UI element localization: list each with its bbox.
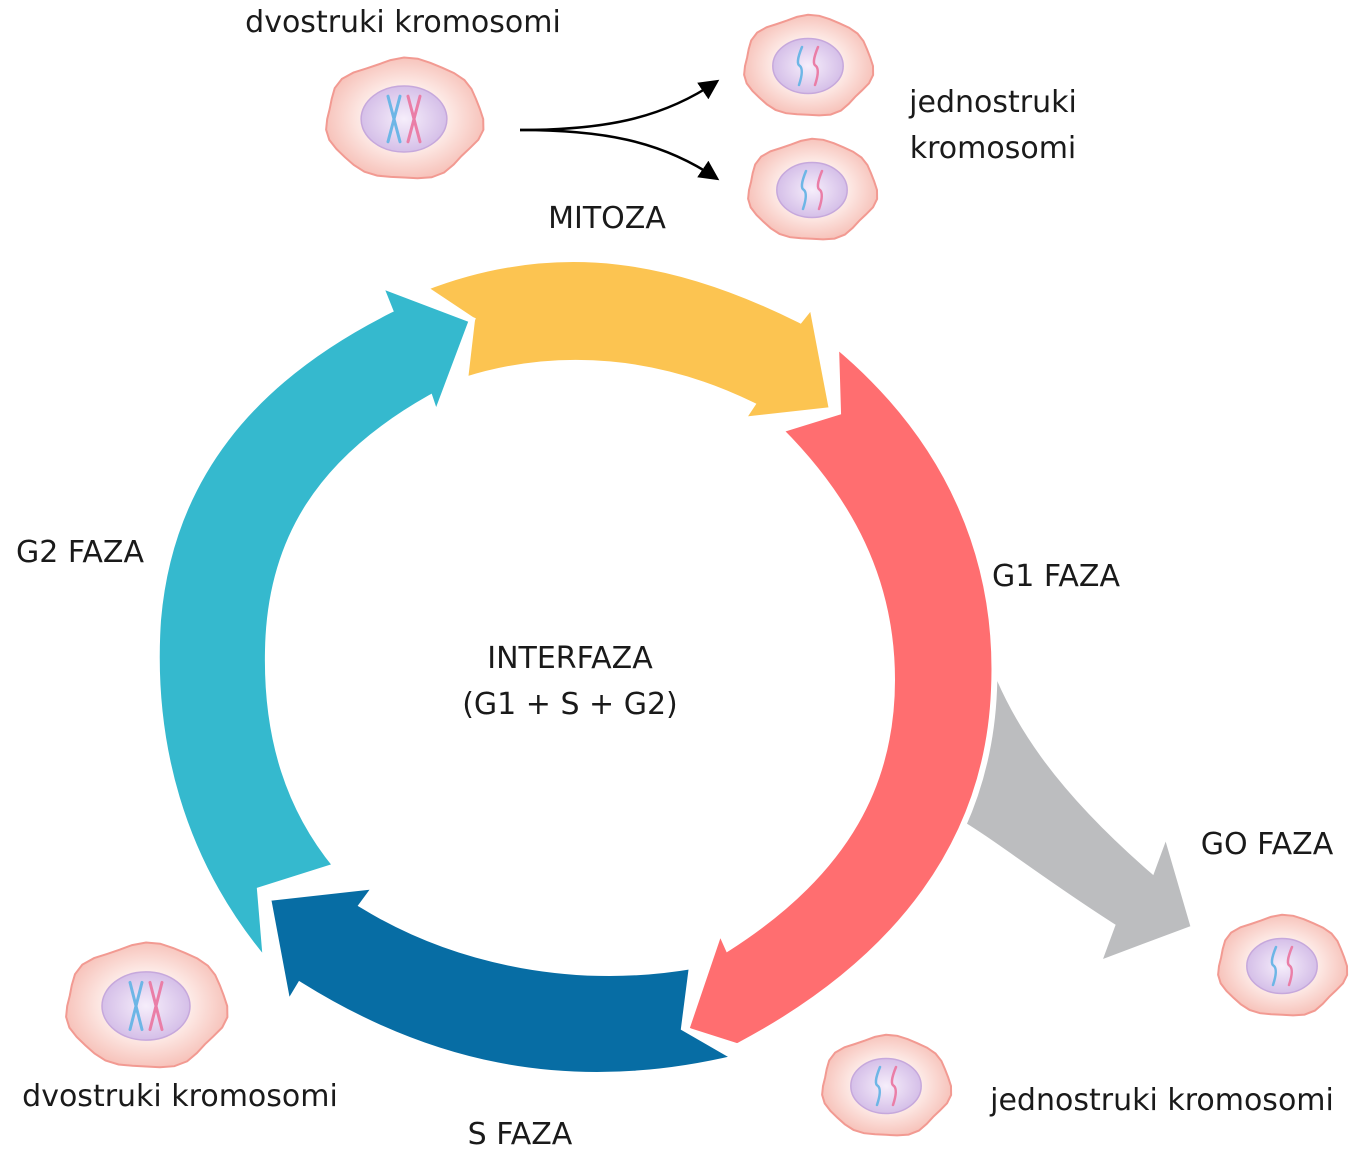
cell-top-right-lower-single-chromosomes	[747, 137, 879, 241]
double-chromosome	[128, 980, 144, 1032]
g1-label: G1 FAZA	[992, 559, 1120, 594]
g2-phase-arrow	[153, 279, 476, 972]
g0-phase-arrow	[951, 639, 1198, 970]
single-chromosome	[1270, 945, 1278, 987]
g1-phase-arrow	[682, 338, 998, 1063]
single-chromosome	[796, 45, 804, 87]
cell-nucleus	[776, 161, 848, 219]
s-label: S FAZA	[468, 1117, 573, 1152]
single-chromosome	[816, 169, 824, 211]
cell-nucleus	[850, 1057, 922, 1115]
double-chromosome	[406, 94, 422, 144]
interphase-title: INTERFAZA	[487, 641, 653, 676]
interphase-subtitle: (G1 + S + G2)	[462, 687, 678, 722]
top-left-cell-caption: dvostruki kromosomi	[245, 5, 561, 40]
cell-bottom-left-double-chromosomes	[65, 941, 229, 1069]
cell-top-left-double-chromosomes	[325, 56, 485, 180]
mitosis-label: MITOZA	[548, 201, 666, 236]
cell-nucleus	[772, 37, 844, 95]
single-chromosome	[874, 1065, 882, 1107]
cell-nucleus	[360, 85, 448, 153]
bottom-left-cell-caption: dvostruki kromosomi	[22, 1079, 338, 1114]
top-right-cells-caption-line2: kromosomi	[910, 131, 1077, 166]
double-chromosome	[386, 94, 402, 144]
g2-label: G2 FAZA	[16, 535, 144, 570]
double-chromosome	[148, 980, 164, 1032]
mitosis-phase-arrow	[417, 256, 836, 424]
top-right-cells-caption-line1: jednostruki	[908, 85, 1077, 120]
cell-g0-single-chromosomes	[1217, 913, 1349, 1017]
split-arrow-lower	[519, 128, 720, 181]
single-chromosome	[800, 169, 808, 211]
single-chromosome	[1286, 945, 1294, 987]
single-chromosome	[890, 1065, 898, 1107]
s-phase-arrow	[264, 882, 745, 1079]
cell-nucleus	[101, 971, 191, 1041]
split-arrow-upper	[519, 79, 720, 132]
g0-label: GO FAZA	[1201, 827, 1334, 862]
cell-nucleus	[1246, 937, 1318, 995]
cell-top-right-upper-single-chromosomes	[743, 13, 875, 117]
bottom-right-cell-caption: jednostruki kromosomi	[989, 1083, 1334, 1118]
single-chromosome	[812, 45, 820, 87]
cell-bottom-right-single-chromosomes	[821, 1033, 953, 1137]
